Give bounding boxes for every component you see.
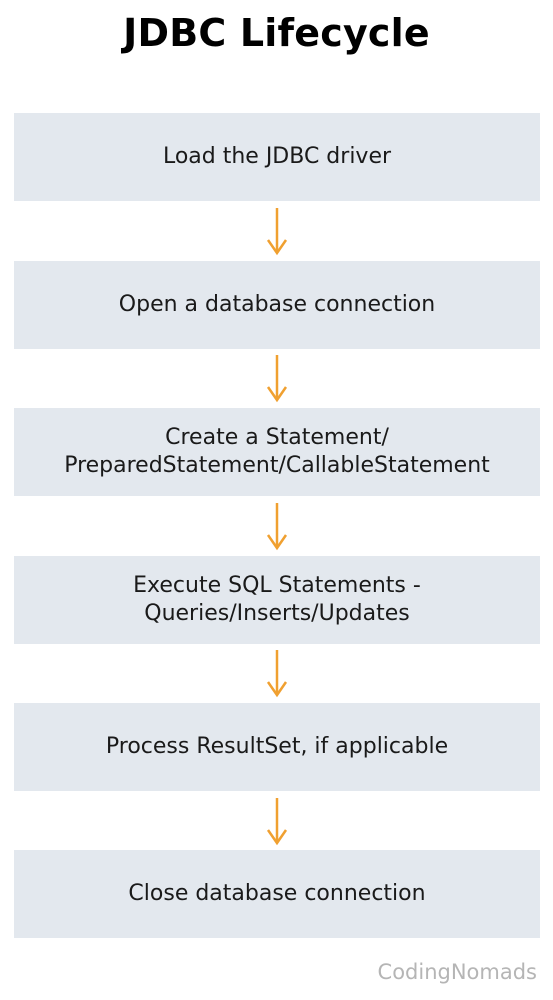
- arrow-down-icon: [266, 798, 288, 846]
- step-text: Load the JDBC driver: [162, 144, 392, 169]
- step-text-line-1: Create a Statement/: [165, 425, 389, 450]
- step-box-create-statement: Create a Statement/ PreparedStatement/Ca…: [14, 408, 540, 496]
- step-box-close-connection: Close database connection: [14, 850, 540, 938]
- watermark-logo-text: CodingNomads: [377, 960, 537, 984]
- step-box-execute-sql: Execute SQL Statements - Queries/Inserts…: [14, 556, 540, 644]
- step-text: Process ResultSet, if applicable: [105, 734, 449, 759]
- step-box-process-resultset: Process ResultSet, if applicable: [14, 703, 540, 791]
- step-text-line-1: Execute SQL Statements -: [133, 573, 421, 598]
- step-text: Close database connection: [128, 881, 426, 906]
- arrow-down-icon: [266, 208, 288, 256]
- arrow-down-icon: [266, 355, 288, 403]
- step-text-line-2: Queries/Inserts/Updates: [144, 601, 410, 626]
- arrow-down-icon: [266, 650, 288, 698]
- step-text-line-2: PreparedStatement/CallableStatement: [64, 453, 490, 478]
- step-box-open-connection: Open a database connection: [14, 261, 540, 349]
- step-text: Open a database connection: [118, 292, 436, 317]
- arrow-down-icon: [266, 503, 288, 551]
- diagram-title: JDBC Lifecycle: [123, 11, 430, 55]
- step-box-load-driver: Load the JDBC driver: [14, 113, 540, 201]
